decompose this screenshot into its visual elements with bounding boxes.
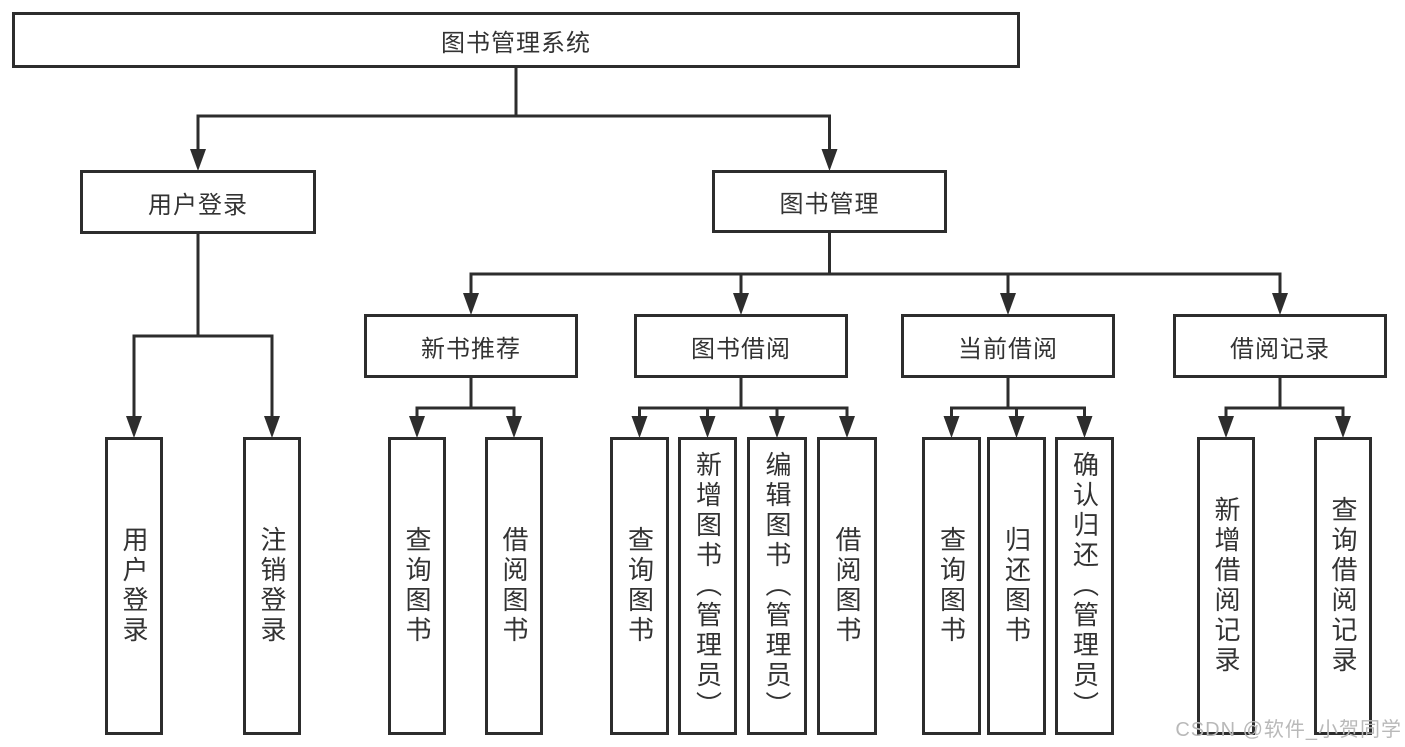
node-label-cb-query: 查询图书: [936, 526, 967, 646]
node-nb-query: 查询图书: [388, 437, 446, 735]
node-nb-borrow: 借阅图书: [485, 437, 543, 735]
node-label-new-book-rec: 新书推荐: [421, 335, 521, 363]
node-label-br-query: 查询借阅记录: [1328, 496, 1358, 676]
node-label-bb-query: 查询图书: [624, 526, 655, 646]
node-label-leaf-logout: 注销登录: [257, 526, 287, 646]
node-new-book-rec: 新书推荐: [364, 314, 578, 378]
node-leaf-user-login: 用户登录: [105, 437, 163, 735]
node-bb-query: 查询图书: [610, 437, 669, 735]
node-label-user-login: 用户登录: [148, 191, 248, 219]
node-br-add: 新增借阅记录: [1197, 437, 1255, 735]
node-label-borrow-record: 借阅记录: [1230, 335, 1330, 363]
watermark: CSDN @软件_小贺同学: [1175, 719, 1402, 741]
node-label-nb-query: 查询图书: [402, 526, 432, 646]
node-label-root: 图书管理系统: [441, 29, 591, 57]
node-label-book-mgmt: 图书管理: [779, 191, 880, 218]
node-bb-borrow: 借阅图书: [817, 437, 877, 735]
node-label-book-borrow: 图书借阅: [691, 335, 791, 363]
node-book-borrow: 图书借阅: [634, 314, 848, 378]
node-br-query: 查询借阅记录: [1314, 437, 1372, 735]
node-label-br-add: 新增借阅记录: [1211, 496, 1241, 676]
node-book-mgmt: 图书管理: [712, 170, 947, 233]
node-label-cb-confirm: 确认归还（管理员）: [1069, 451, 1100, 721]
node-label-bb-edit: 编辑图书（管理员）: [762, 451, 792, 721]
node-leaf-logout: 注销登录: [243, 437, 301, 735]
node-label-bb-borrow: 借阅图书: [832, 526, 862, 646]
node-label-cb-return: 归还图书: [1001, 526, 1032, 646]
node-cb-return: 归还图书: [987, 437, 1046, 735]
node-current-borrow: 当前借阅: [901, 314, 1115, 378]
node-label-bb-add: 新增图书（管理员）: [692, 451, 723, 721]
node-label-nb-borrow: 借阅图书: [499, 526, 529, 646]
node-cb-confirm: 确认归还（管理员）: [1055, 437, 1114, 735]
node-user-login: 用户登录: [80, 170, 316, 234]
node-label-leaf-user-login: 用户登录: [119, 526, 149, 646]
node-bb-edit: 编辑图书（管理员）: [747, 437, 807, 735]
node-label-current-borrow: 当前借阅: [958, 335, 1058, 363]
node-cb-query: 查询图书: [922, 437, 981, 735]
node-bb-add: 新增图书（管理员）: [678, 437, 737, 735]
node-root: 图书管理系统: [12, 12, 1020, 68]
node-borrow-record: 借阅记录: [1173, 314, 1387, 378]
